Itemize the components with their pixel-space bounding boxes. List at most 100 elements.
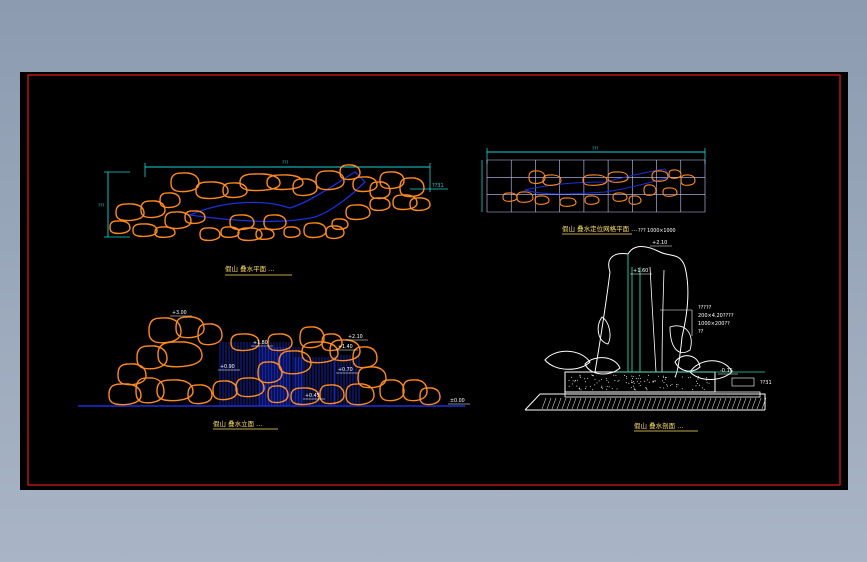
grid-plan-dim-top: ??? (592, 146, 598, 151)
elevation-level-label: +1.80 (253, 340, 268, 346)
plan-rock (399, 177, 425, 198)
section-view: +2.10 +1.60 -0.15 ????? 200×4.20???? 100… (524, 240, 772, 432)
elevation-rock (278, 350, 312, 375)
plan-rock (255, 228, 275, 241)
plan-rock (109, 220, 131, 235)
elevation-rock (321, 333, 343, 352)
elevation-rock (135, 377, 165, 404)
grid-rock (534, 195, 550, 205)
elevation-rock (108, 383, 142, 406)
elevation-rock (235, 377, 265, 398)
plan-dim-top: ??? (282, 160, 288, 165)
plan-rock (345, 204, 371, 221)
grid-rock (643, 184, 657, 196)
elevation-rock (267, 385, 289, 404)
section-note-4: ?? (698, 329, 704, 335)
elevation-level-label: +2.10 (348, 334, 363, 340)
plan-rock (303, 222, 327, 239)
elevation-rock (402, 379, 428, 402)
elevation-rock (299, 326, 325, 349)
elevation-rock (230, 333, 260, 352)
grid-rock (582, 174, 608, 186)
plan-rock (283, 226, 301, 239)
elevation-title: 假山 叠水立面 ... (213, 419, 262, 428)
elevation-rock (352, 346, 378, 369)
section-title: 假山 叠水剖面 ... (634, 421, 683, 430)
plan-rock (325, 225, 345, 240)
plan-note: ??31 (432, 183, 444, 189)
plan-rock (229, 214, 255, 231)
elevation-level-label: +0.90 (220, 364, 235, 370)
elevation-rock (187, 384, 213, 405)
grid-rock (662, 187, 678, 197)
elevation-rock (419, 387, 441, 406)
plan-rock (199, 227, 221, 242)
elevation-rock (156, 379, 194, 402)
elevation-rock (357, 366, 387, 389)
cad-canvas[interactable]: ??? ??? ??31 假山 叠水平面 ... ??? 假山 叠水定 (20, 72, 848, 490)
plan-rock (220, 226, 240, 239)
grid-rock (584, 195, 600, 205)
grid-plan-title: 假山 叠水定位网格平面 ... (562, 224, 637, 233)
section-note-1: ????? (698, 305, 712, 311)
plan-view: ??? ??? ??31 假山 叠水平面 ... (98, 160, 448, 276)
grid-rock (680, 174, 696, 186)
elevation-level-label: +0.45 (305, 393, 320, 399)
drawing-sheet: ??? ??? ??31 假山 叠水平面 ... ??? 假山 叠水定 (27, 74, 841, 486)
elevation-rock (157, 341, 203, 368)
plan-rock (159, 192, 181, 209)
plan-rock (239, 173, 281, 192)
plan-rock (164, 211, 192, 230)
plan-dim-left: ??? (98, 203, 104, 208)
plan-rock (379, 171, 405, 190)
plan-rock (170, 172, 200, 193)
section-note-3: 1000×200?? (698, 321, 730, 327)
grid-plan-note: ??? 1000×1000 (638, 228, 676, 234)
plan-rock (140, 200, 166, 219)
plan-rock (266, 174, 304, 191)
elevation-rock (379, 379, 405, 402)
grid-rock (668, 169, 682, 179)
elevation-rock (136, 345, 168, 370)
plan-title: 假山 叠水平面 ... (225, 264, 274, 273)
grid-plan-view: ??? 假山 叠水定位网格平面 ... ??? 1000×1000 (481, 146, 706, 235)
elevation-rock (197, 323, 223, 346)
grid-rock (628, 195, 642, 205)
plan-rock (154, 226, 176, 239)
plan-rock (409, 197, 431, 212)
section-note-2: 200×4.20???? (698, 313, 734, 319)
frame-border (27, 74, 841, 486)
section-rock-main (594, 246, 689, 378)
plan-rock (115, 203, 145, 222)
elevation-rock (257, 361, 283, 384)
grid-rock (559, 197, 577, 207)
elevation-rock (290, 387, 320, 406)
plan-pond (187, 171, 366, 223)
grid-rock (651, 170, 669, 182)
section-note-5: ??31 (760, 380, 772, 386)
elevation-rock (148, 317, 182, 344)
elevation-rock (117, 363, 147, 386)
elevation-level-label: +0.70 (338, 367, 353, 373)
plan-rock (392, 194, 418, 211)
plan-rock (184, 210, 206, 225)
grid-rock (612, 192, 628, 202)
grid-rock (516, 191, 534, 203)
plan-rock (352, 176, 378, 193)
plan-rock (369, 197, 391, 212)
plan-rock (315, 170, 345, 191)
elevation-rock (301, 341, 339, 364)
elevation-rock (267, 333, 293, 352)
grid-rock (542, 174, 562, 186)
plan-rock (331, 218, 349, 231)
elevation-level-label: +1.40 (338, 344, 353, 350)
plan-rock (132, 223, 158, 238)
section-level-1: +2.10 (652, 240, 667, 246)
plan-rock (339, 164, 361, 181)
plan-rock (237, 227, 263, 242)
plan-rock (222, 182, 248, 199)
grid-rock (528, 170, 546, 184)
elevation-rock (345, 383, 375, 406)
elevation-level-label: +3.00 (172, 310, 187, 316)
grid-rock (502, 192, 518, 202)
